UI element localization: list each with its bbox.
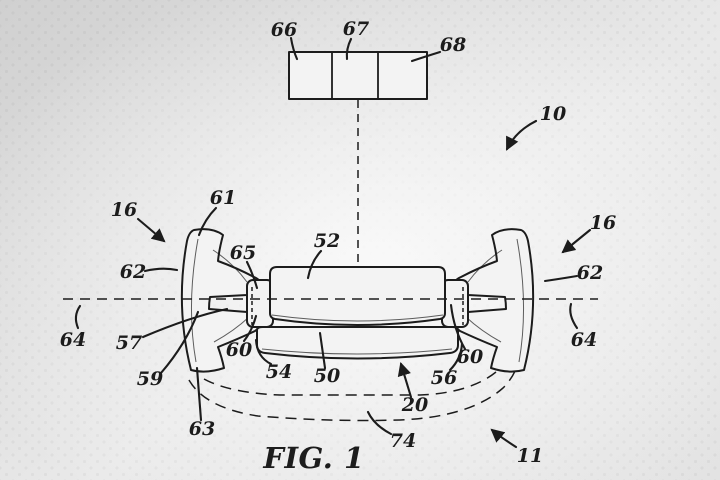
leader-68 [410,50,442,63]
reference-numerals: 66 67 68 10 16 16 61 62 62 64 64 57 59 6… [60,18,616,467]
pad-lip-line [271,314,444,322]
leader-65 [245,260,259,290]
ref-16-right: 16 [590,212,616,234]
box-outline [288,51,428,100]
leader-67 [345,37,353,61]
ref-64-left: 64 [60,329,86,351]
ref-63: 63 [189,418,215,440]
figure-caption: FIG. 1 [262,441,364,475]
ref-60-left: 60 [226,339,252,361]
arrow-20 [397,362,413,399]
leader-74 [366,410,393,436]
arrow-10 [505,119,538,151]
ref-57: 57 [116,332,142,354]
leader-66 [289,36,299,61]
ref-65: 65 [230,242,256,264]
leader-63 [195,366,203,422]
ref-62-right: 62 [577,262,603,284]
ref-11: 11 [517,445,543,467]
central-pad [269,266,446,326]
ref-50: 50 [314,365,340,387]
ref-61: 61 [210,187,236,209]
ref-52: 52 [314,230,340,252]
ref-10: 10 [540,103,566,125]
arrow-16-left [136,217,166,243]
tray-inner-line [261,348,453,355]
ref-59: 59 [137,368,163,390]
ref-56: 56 [431,367,457,389]
ref-62-left: 62 [120,261,146,283]
ref-64-right: 64 [571,329,597,351]
ref-68: 68 [440,34,466,56]
ref-54: 54 [266,361,292,383]
ref-67: 67 [343,18,369,40]
leader-61 [197,206,218,237]
hidden-outline-outer [188,365,518,422]
leader-60-right [449,303,467,351]
leader-57 [141,307,229,339]
leader-62-left [143,267,179,273]
ref-16-left: 16 [111,199,137,221]
three-cell-box [288,51,428,100]
ref-74: 74 [390,430,416,452]
arrow-11 [490,428,518,449]
leader-60-left [242,314,258,343]
pad-outline [269,266,446,326]
leader-54 [254,338,273,366]
leader-lines [74,36,592,449]
leader-56 [448,342,464,372]
arrow-16-right [561,228,592,254]
lower-tray [256,326,459,360]
leader-52 [306,249,323,280]
leader-64-right [569,302,579,330]
leader-62-right [543,274,579,283]
tray-outline [256,326,459,360]
leader-64-left [74,304,82,330]
ref-20: 20 [401,394,428,416]
ref-66: 66 [271,19,297,41]
leader-59 [159,310,200,375]
leader-50 [318,331,327,370]
ref-60-right: 60 [457,346,483,368]
